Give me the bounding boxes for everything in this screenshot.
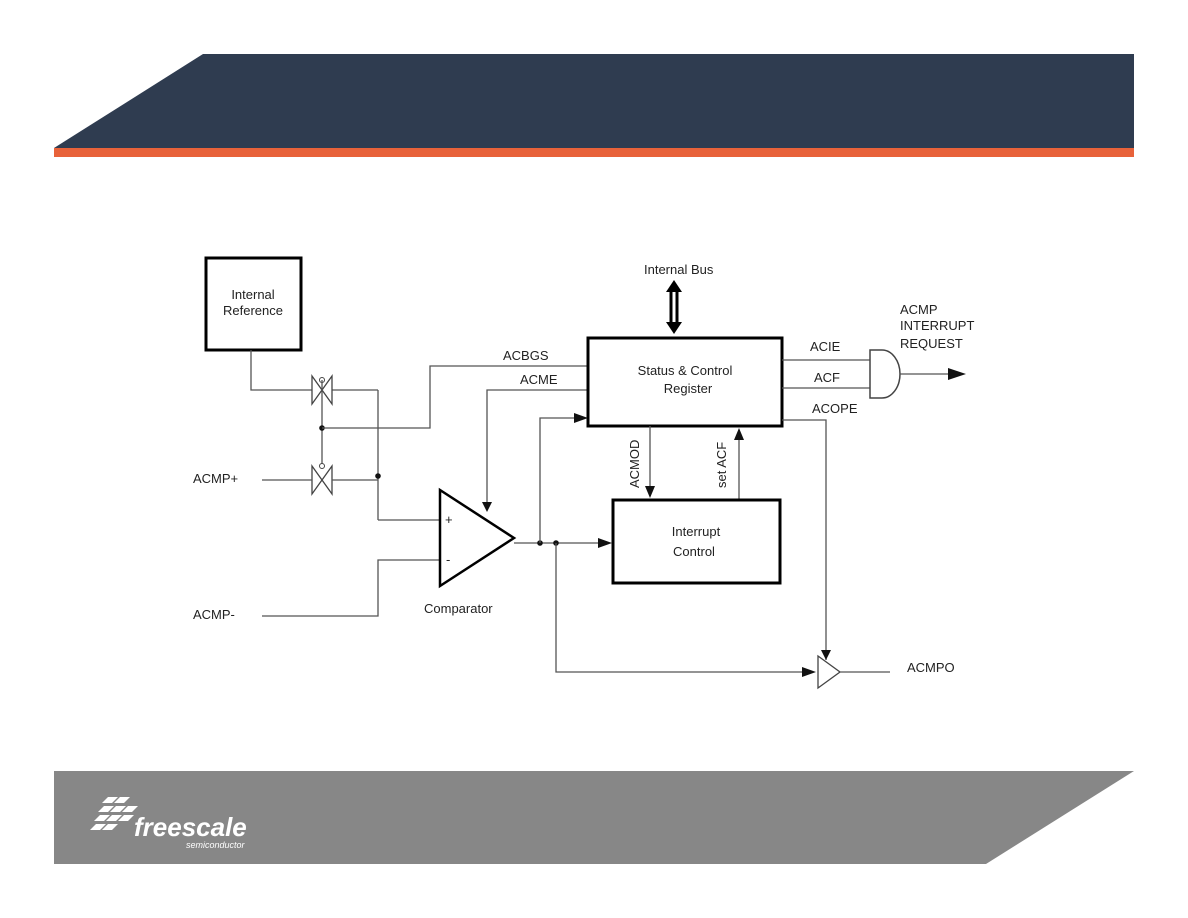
output-buffer-symbol	[817, 654, 842, 690]
acme-label: ACME	[520, 372, 558, 387]
and-gate-symbol	[869, 349, 901, 399]
comparator-label: Comparator	[424, 601, 493, 616]
acbgs-label: ACBGS	[503, 348, 549, 363]
acmp-minus-label: ACMP-	[193, 607, 235, 622]
status-control-label-2: Register	[664, 381, 713, 396]
acmpo-label: ACMPO	[907, 660, 955, 675]
wire-acme	[486, 389, 588, 503]
header-band	[54, 54, 1134, 148]
acmp-interrupt-label-2: INTERRUPT	[900, 318, 974, 333]
acf-label: ACF	[814, 370, 840, 385]
interrupt-input-arrowhead	[598, 538, 612, 548]
acope-arrowhead	[821, 650, 831, 660]
wire-out-to-register	[539, 417, 574, 543]
internal-bus-arrow	[666, 280, 682, 334]
wire-out-to-buffer	[555, 543, 804, 673]
interrupt-control-box	[611, 498, 782, 585]
acie-label: ACIE	[810, 339, 841, 354]
freescale-tagline-text: semiconductor	[186, 840, 246, 850]
internal-reference-label-2: Reference	[223, 303, 283, 318]
analog-switch-1	[311, 373, 333, 407]
footer-band	[54, 771, 1134, 864]
freescale-brand-text: freescale	[134, 812, 247, 842]
freescale-chevrons-icon	[90, 797, 138, 830]
interrupt-request-arrowhead	[948, 368, 966, 380]
comparator-symbol	[438, 487, 517, 589]
status-control-register-box	[586, 336, 784, 428]
analog-switch-2	[311, 463, 333, 497]
set-acf-label: set ACF	[714, 442, 729, 488]
register-input-arrowhead	[574, 413, 588, 423]
interrupt-control-label-2: Control	[673, 544, 715, 559]
buffer-input-arrowhead	[802, 667, 816, 677]
acme-arrowhead	[482, 502, 492, 512]
block-diagram: Internal Reference ACBGS ACMP+ ACMP-	[193, 256, 974, 690]
interrupt-control-label-1: Interrupt	[672, 524, 721, 539]
status-control-label-1: Status & Control	[638, 363, 733, 378]
set-acf-arrowhead	[734, 428, 744, 440]
acmp-plus-label: ACMP+	[193, 471, 238, 486]
acmod-label: ACMOD	[627, 440, 642, 488]
wire-acope	[782, 419, 827, 660]
internal-reference-label-1: Internal	[231, 287, 274, 302]
acmp-interrupt-label-3: REQUEST	[900, 336, 963, 351]
comparator-minus-sign: -	[446, 552, 450, 567]
wire-acbgs	[322, 365, 588, 429]
acope-label: ACOPE	[812, 401, 858, 416]
freescale-logo: freescale semiconductor	[90, 797, 247, 850]
wire-ref-to-switch	[250, 350, 312, 391]
header-accent-stripe	[54, 148, 1134, 157]
internal-reference-box	[204, 256, 303, 352]
comparator-plus-sign: +	[445, 512, 453, 527]
acmp-interrupt-label-1: ACMP	[900, 302, 938, 317]
junction-dot-plus	[375, 473, 381, 479]
wire-acmp-minus	[262, 559, 440, 617]
acmod-arrowhead	[645, 486, 655, 498]
internal-bus-label: Internal Bus	[644, 262, 714, 277]
